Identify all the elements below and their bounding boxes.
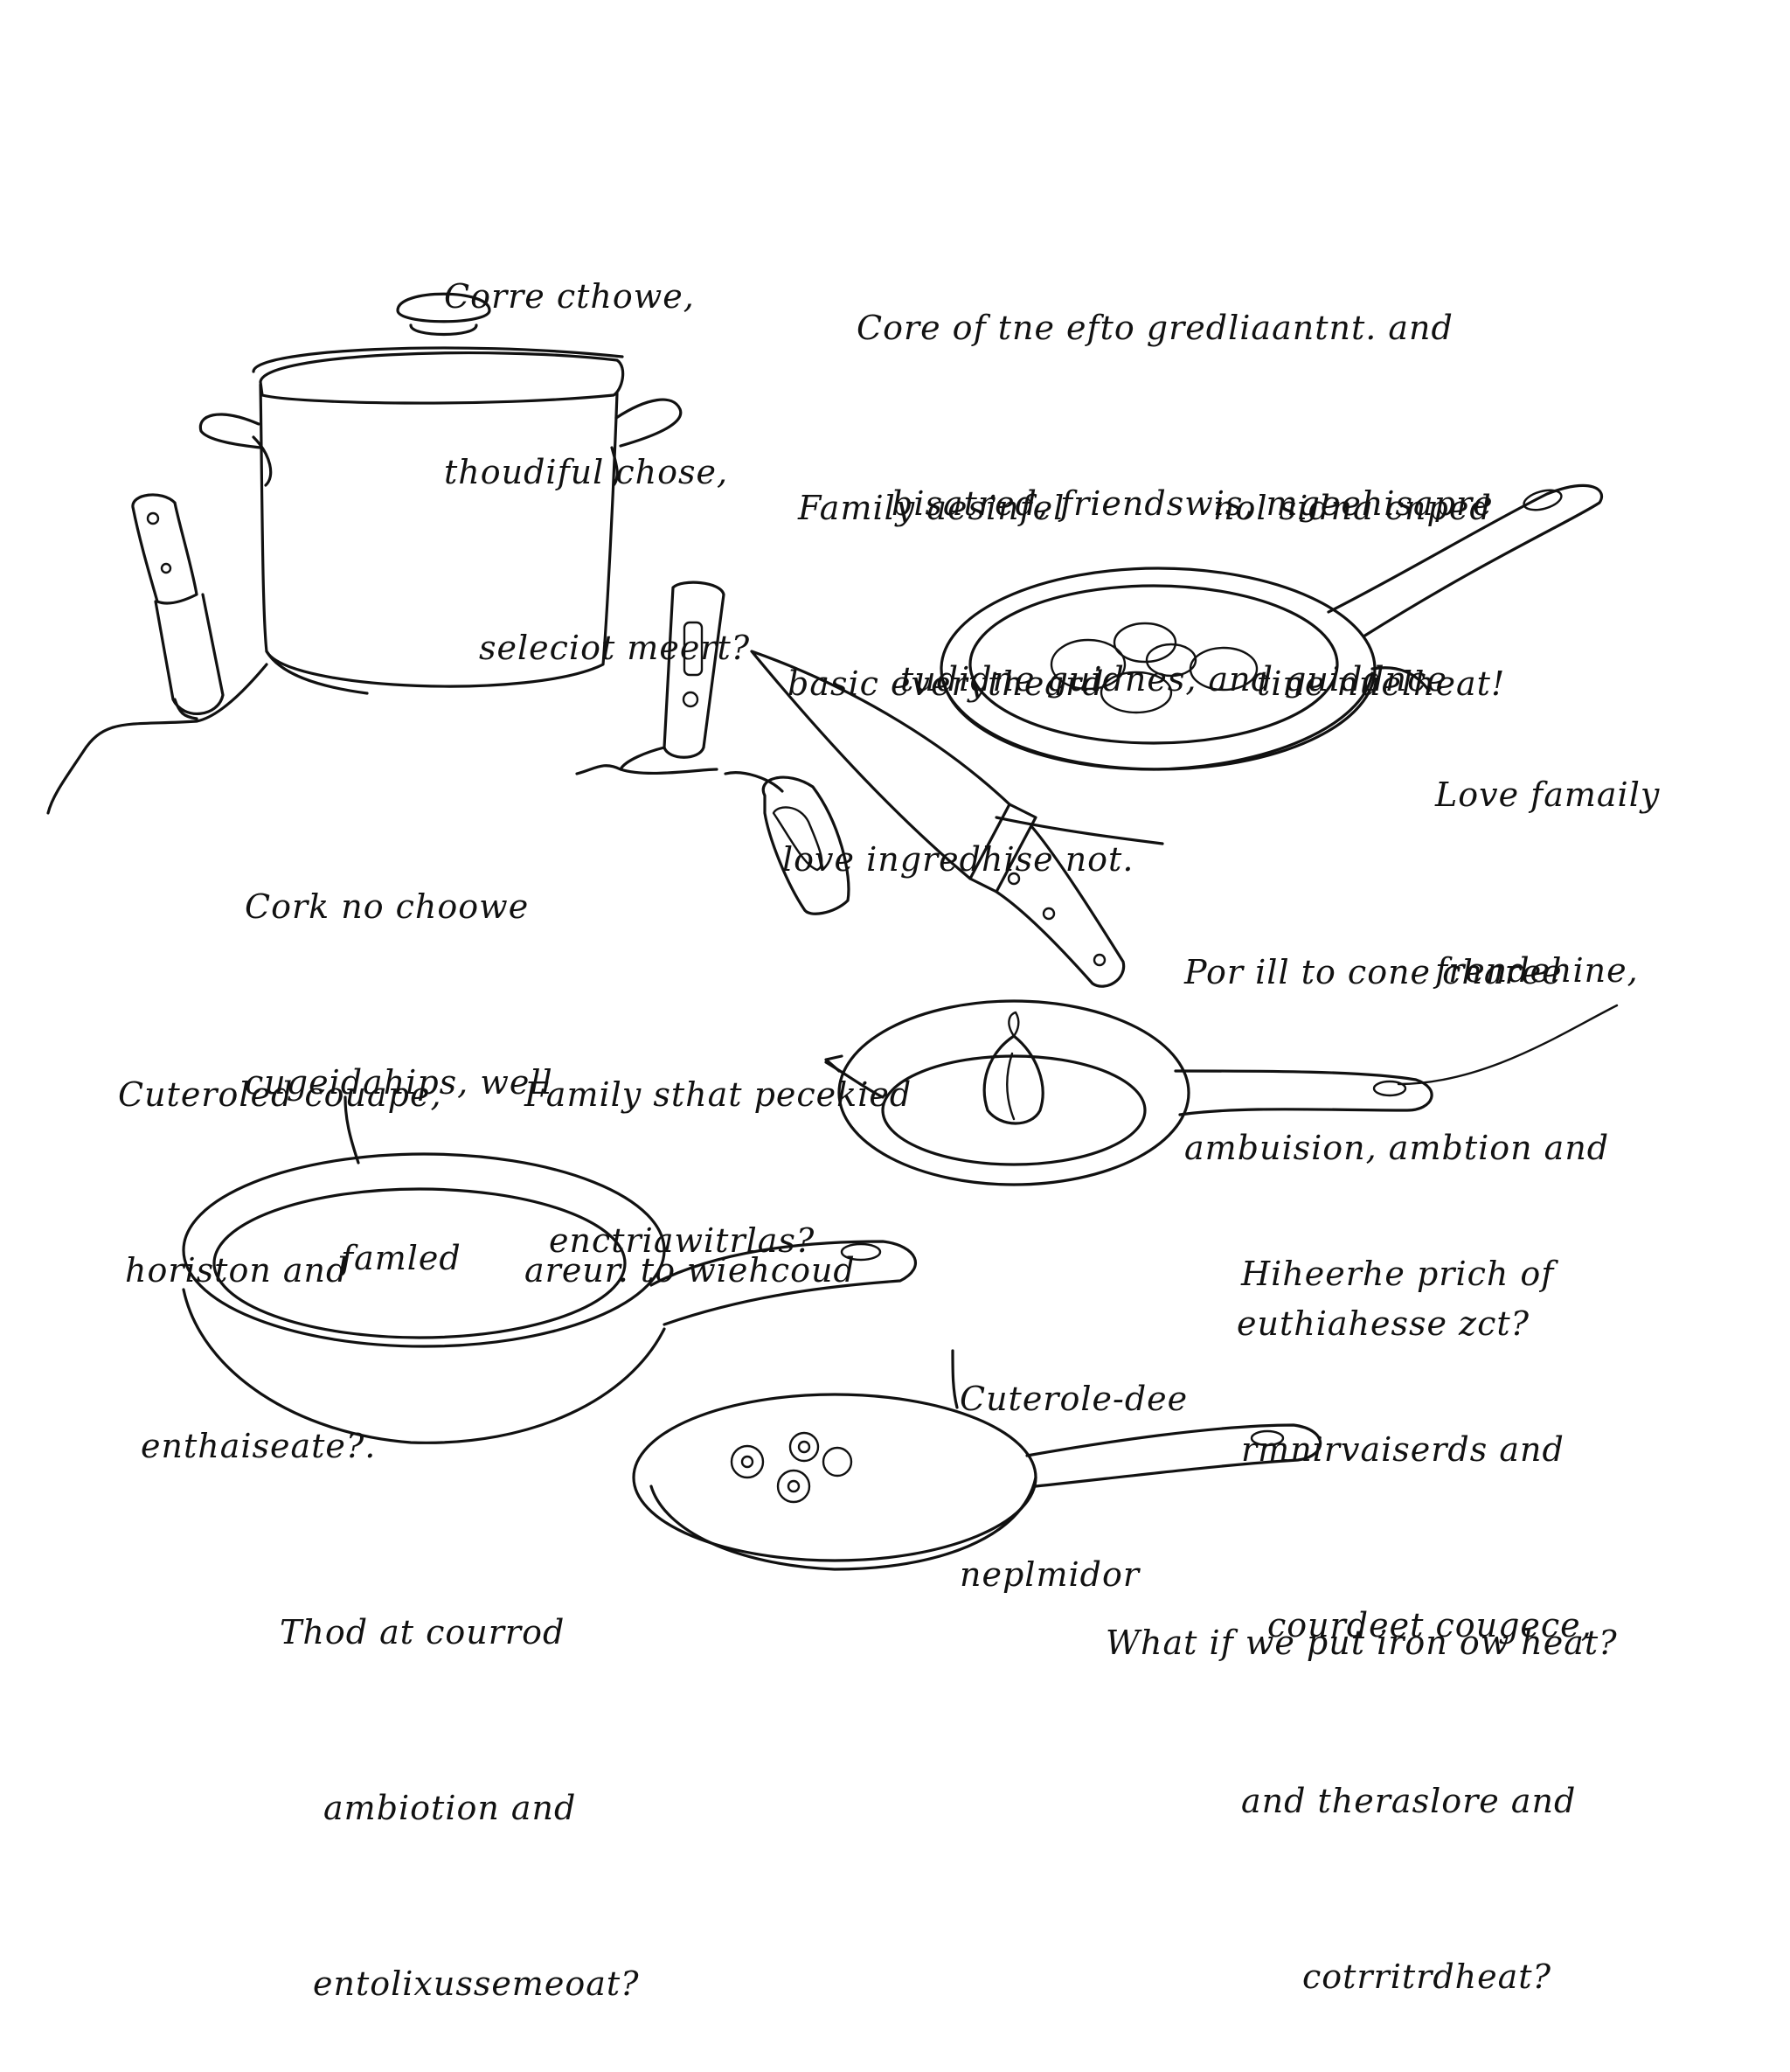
note-top-left: Corre cthowe, thoudiful chose, seleciot … xyxy=(444,150,750,736)
note-line: Cuterole-dee xyxy=(960,1380,1189,1418)
note-line: ambiotion and xyxy=(323,1789,577,1827)
note-thod: Thod at courrod ambiotion and entolixuss… xyxy=(280,1486,640,2072)
note-knife: Por ill to cone charee ambuision, ambtio… xyxy=(1184,826,1609,1412)
note-line: Love famaily xyxy=(1435,775,1661,814)
note-pan-right: Love famaily frendehine, xyxy=(1435,649,1660,1059)
note-line: basic everytheard xyxy=(787,664,1105,703)
small-skillet-eggs-icon xyxy=(632,1349,1322,1571)
note-cuteroled: Cuteroled couape, horiston and enthaisea… xyxy=(118,949,442,1534)
note-line: frendehine, xyxy=(1435,951,1639,990)
stock-pot-icon xyxy=(46,292,683,815)
note-line: What if we put iron ow heat? xyxy=(1106,1624,1618,1662)
note-top-right: Core of tne efto gredliaantnt. and bisat… xyxy=(857,182,1494,768)
note-line: entolixussemeoat? xyxy=(313,1964,640,2003)
note-line: ambuision, ambtion and xyxy=(1184,1129,1610,1167)
note-line: famled xyxy=(341,1239,461,1277)
note-line: seleciot meert? xyxy=(479,629,751,667)
note-cuterole-small: Cuterole-dee neplmidor xyxy=(960,1253,1188,1663)
note-line: and theraslore and xyxy=(1241,1782,1577,1820)
note-what-if: What if we put iron ow heat? xyxy=(1106,1497,1618,1731)
note-line: horiston and xyxy=(125,1251,349,1290)
arrow-head-icon xyxy=(824,1054,843,1073)
note-line: areur. to wiehcoud xyxy=(524,1251,856,1290)
note-line: courdeet cougece, xyxy=(1267,1606,1592,1644)
saucepan-garlic-icon xyxy=(837,999,1619,1186)
note-line: rmnirvaiserds and xyxy=(1241,1430,1565,1469)
note-line: Family aesinfel xyxy=(798,489,1065,527)
frying-pan-food-icon xyxy=(940,483,1603,771)
note-line: Por ill to cone charee xyxy=(1184,953,1563,991)
note-line: bisatred, friendswis, mgeehisapre xyxy=(892,484,1494,523)
note-line: Core of tne efto gredliaantnt. and xyxy=(857,309,1454,347)
note-line: thoudiful chose, xyxy=(444,453,729,491)
line-drawing-canvas xyxy=(46,292,1619,1571)
note-line: enctriawitrlas? xyxy=(549,1221,815,1260)
note-mid-right-block: nol sidna cnped tine nuelheat! xyxy=(1213,362,1505,772)
note-line: nol sidna cnped xyxy=(1213,489,1492,527)
note-line: neplmidor xyxy=(960,1555,1140,1594)
note-line: Corre cthowe, xyxy=(444,277,695,316)
note-line: Family sthat pecekied xyxy=(524,1075,912,1114)
note-line: cotrritrdheat? xyxy=(1302,1957,1551,1996)
thermometer-clip-icon xyxy=(575,581,850,915)
note-line: euthiahesse zct? xyxy=(1237,1304,1530,1343)
note-line: tudidne guidnes, and guiddnce xyxy=(900,660,1447,699)
note-line: enthaiseate?. xyxy=(141,1427,377,1465)
note-line: cugeidahips, well xyxy=(245,1063,553,1102)
connector-line xyxy=(1370,666,1431,692)
note-line: tine nuelheat! xyxy=(1257,664,1506,703)
note-line: Thod at courrod xyxy=(280,1613,565,1651)
note-mid-left-block: Family aesinfel basic everytheard love i… xyxy=(782,362,1134,948)
note-line: Hiheerhe prich of xyxy=(1241,1255,1555,1293)
note-enctri: enctriawitrlas? xyxy=(549,1095,815,1329)
note-line: Cuteroled couape, xyxy=(118,1075,442,1114)
note-line: love ingredhise not. xyxy=(782,840,1134,879)
large-skillet-icon xyxy=(182,1095,917,1444)
paring-knife-icon xyxy=(131,493,225,720)
note-line: Cork no choowe xyxy=(245,887,530,926)
chefs-knife-icon xyxy=(750,650,1164,988)
note-cork: Cork no choowe cugeidahips, well famled xyxy=(245,761,553,1346)
note-family-center: Family sthat pecekied areur. to wiehcoud xyxy=(524,949,912,1359)
